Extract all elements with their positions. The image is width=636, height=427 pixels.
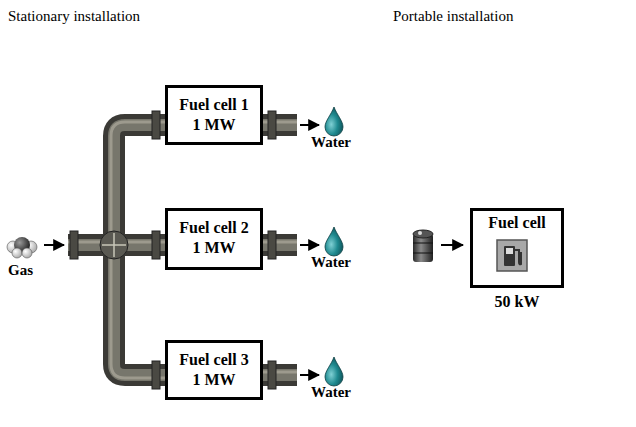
section-heading: Portable installation [393, 8, 513, 25]
power-rating: 1 MW [176, 238, 252, 258]
portable-fuel-cell: Fuel cell 50 kW [470, 208, 564, 314]
flow-label: Water [311, 134, 351, 151]
fuel-barrel [413, 230, 433, 262]
section-heading: Stationary installation [8, 8, 140, 25]
fuel-pump-icon [497, 240, 527, 271]
unit-name: Fuel cell 1 [176, 95, 252, 115]
power-rating: 1 MW [176, 115, 252, 135]
unit-name: Fuel cell 3 [176, 350, 252, 370]
gas-molecule [7, 237, 37, 258]
power-rating: 1 MW [176, 370, 252, 390]
flow-label: Gas [8, 262, 33, 279]
fuel-cell-box: Fuel cell 31 MW [165, 340, 263, 400]
flow-label: Water [311, 384, 351, 401]
flow-arrows [44, 125, 463, 375]
unit-name: Fuel cell 2 [176, 218, 252, 238]
power-rating: 50 kW [470, 292, 564, 312]
flow-label: Water [311, 254, 351, 271]
fuel-cell-box: Fuel cell 11 MW [165, 85, 263, 145]
unit-name: Fuel cell [470, 213, 564, 233]
fuel-cell-box: Fuel cell 21 MW [165, 208, 263, 270]
